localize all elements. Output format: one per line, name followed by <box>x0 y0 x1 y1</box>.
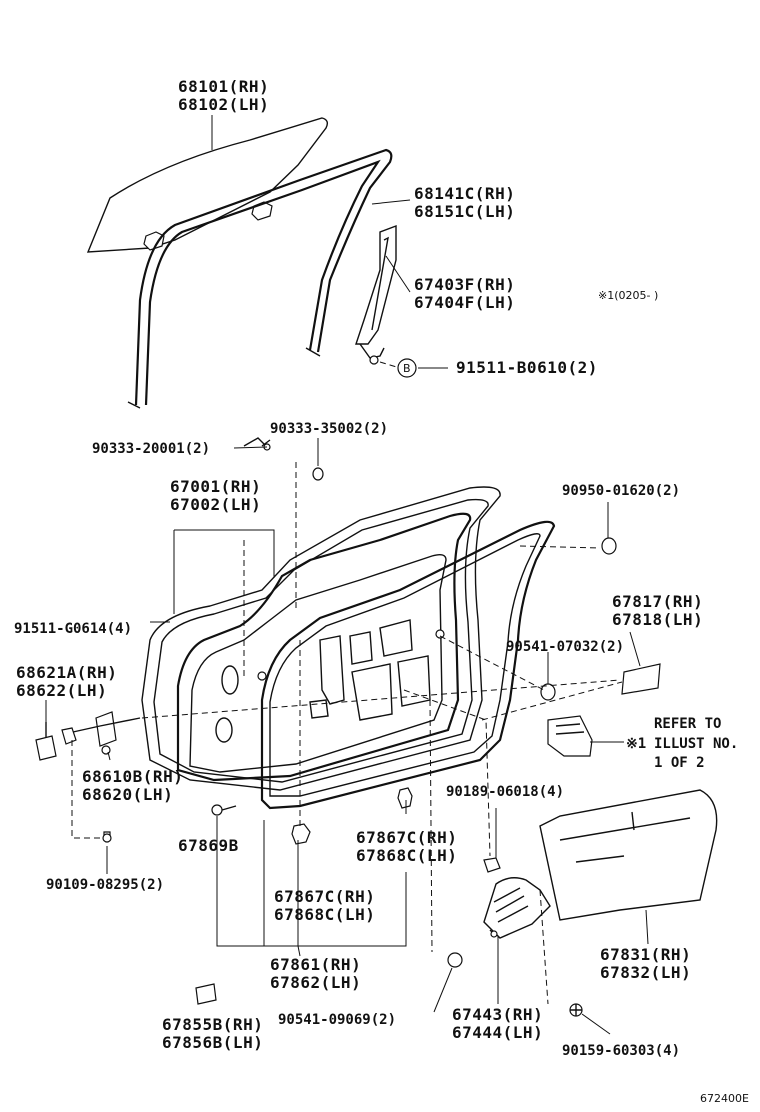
label-67862: 67862(LH) <box>270 973 361 992</box>
label-90950-01620: 90950-01620(2) <box>562 483 680 499</box>
door-panel <box>141 486 556 810</box>
label-67869b: 67869B <box>178 836 239 855</box>
label-91511-b0610: 91511-B0610(2) <box>456 358 598 377</box>
label-67867c-upper: 67867C(RH) <box>356 828 457 847</box>
label-67443: 67443(RH) <box>452 1005 543 1024</box>
refer-x1: ※1 <box>626 736 646 752</box>
label-68101: 68101(RH) <box>178 77 269 96</box>
label-67861: 67861(RH) <box>270 955 361 974</box>
label-67831: 67831(RH) <box>600 945 691 964</box>
assembly-lines <box>71 367 623 1005</box>
leader-lines <box>45 115 649 1035</box>
label-67868c-upper: 67868C(LH) <box>356 846 457 865</box>
label-68102: 68102(LH) <box>178 95 269 114</box>
note-x1: ※1(0205- ) <box>598 289 658 302</box>
glass-run-channel <box>127 148 393 409</box>
label-90333-35002: 90333-35002(2) <box>270 421 388 437</box>
label-68610b: 68610B(RH) <box>82 767 183 786</box>
label-67867c-lower: 67867C(RH) <box>274 887 375 906</box>
label-68141c: 68141C(RH) <box>414 184 515 203</box>
refer-line-2: ILLUST NO. <box>654 736 738 752</box>
label-67818: 67818(LH) <box>612 610 703 629</box>
label-90109-08295: 90109-08295(2) <box>46 877 164 893</box>
label-67832: 67832(LH) <box>600 963 691 982</box>
refer-line-3: 1 OF 2 <box>654 755 705 771</box>
label-90541-07032: 90541-07032(2) <box>506 639 624 655</box>
service-hole-cover <box>539 789 718 921</box>
labels: 68101(RH) 68102(LH) 68141C(RH) 68151C(LH… <box>14 77 749 1105</box>
label-68620: 68620(LH) <box>82 785 173 804</box>
label-67868c-lower: 67868C(LH) <box>274 905 375 924</box>
label-67002: 67002(LH) <box>170 495 261 514</box>
callout-b: B <box>403 362 411 375</box>
illustration-number: 672400E <box>700 1092 749 1105</box>
label-90541-09069: 90541-09069(2) <box>278 1012 396 1028</box>
label-90159-60303: 90159-60303(4) <box>562 1043 680 1059</box>
label-68151c: 68151C(LH) <box>414 202 515 221</box>
callout-b-circle <box>397 358 417 378</box>
label-91511-g0614: 91511-G0614(4) <box>14 621 132 637</box>
label-67855b: 67855B(RH) <box>162 1015 263 1034</box>
label-68622: 68622(LH) <box>16 681 107 700</box>
label-67817: 67817(RH) <box>612 592 703 611</box>
label-67404f: 67404F(LH) <box>414 293 515 312</box>
label-68621a: 68621A(RH) <box>16 663 117 682</box>
label-67001: 67001(RH) <box>170 477 261 496</box>
lock-bracket <box>483 877 551 939</box>
label-67403f: 67403F(RH) <box>414 275 515 294</box>
label-67856b: 67856B(LH) <box>162 1033 263 1052</box>
division-bar <box>355 224 401 369</box>
small-parts <box>35 537 661 1017</box>
label-90333-20001: 90333-20001(2) <box>92 441 210 457</box>
label-67444: 67444(LH) <box>452 1023 543 1042</box>
hinge-pin-small <box>243 437 324 481</box>
refer-line-1: REFER TO <box>654 716 721 732</box>
label-90189-06018: 90189-06018(4) <box>446 784 564 800</box>
door-glass <box>86 117 329 253</box>
